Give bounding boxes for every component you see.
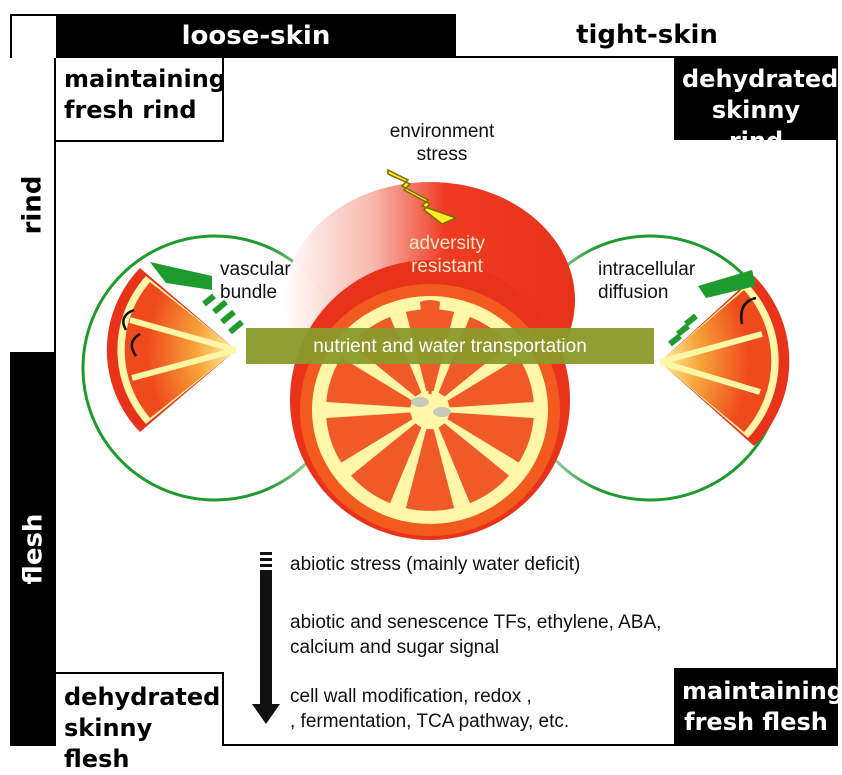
intracellular-line2: diffusion xyxy=(598,281,695,304)
step1-text: abiotic stress (mainly water deficit) xyxy=(290,554,580,575)
step2-line2: calcium and sugar signal xyxy=(290,635,661,660)
intracellular-diffusion-label: intracellular diffusion xyxy=(598,258,695,304)
step-signals: abiotic and senescence TFs, ethylene, AB… xyxy=(290,610,661,660)
down-arrow-head xyxy=(252,704,280,724)
down-arrow-dash-2 xyxy=(260,558,272,561)
vascular-line2: bundle xyxy=(220,281,291,304)
transport-bar-label: nutrient and water transportation xyxy=(246,335,654,358)
down-arrow-dash-1 xyxy=(260,552,272,555)
seed-left xyxy=(411,397,429,407)
step3-line2: , fermentation, TCA pathway, etc. xyxy=(290,709,569,734)
transport-bar-text: nutrient and water transportation xyxy=(313,336,587,357)
step-metabolism: cell wall modification, redox , , fermen… xyxy=(290,684,569,734)
environment-stress-label: environment stress xyxy=(380,120,504,166)
down-arrow-shaft xyxy=(260,570,272,706)
environment-line1: environment xyxy=(380,120,504,143)
intracellular-line1: intracellular xyxy=(598,258,695,281)
environment-line2: stress xyxy=(380,143,504,166)
step2-line1: abiotic and senescence TFs, ethylene, AB… xyxy=(290,610,661,635)
seed-right xyxy=(433,407,451,417)
vascular-bundle-label: vascular bundle xyxy=(220,258,291,304)
adversity-line1: adversity xyxy=(392,232,502,255)
step3-line1: cell wall modification, redox , xyxy=(290,684,569,709)
adversity-line2: resistant xyxy=(392,255,502,278)
step-abiotic-stress: abiotic stress (mainly water deficit) xyxy=(290,552,580,577)
diagram: loose-skin tight-skin rind flesh maintai… xyxy=(0,0,842,748)
vascular-line1: vascular xyxy=(220,258,291,281)
adversity-resistant-label: adversity resistant xyxy=(392,232,502,278)
down-arrow-dash-3 xyxy=(260,564,272,567)
